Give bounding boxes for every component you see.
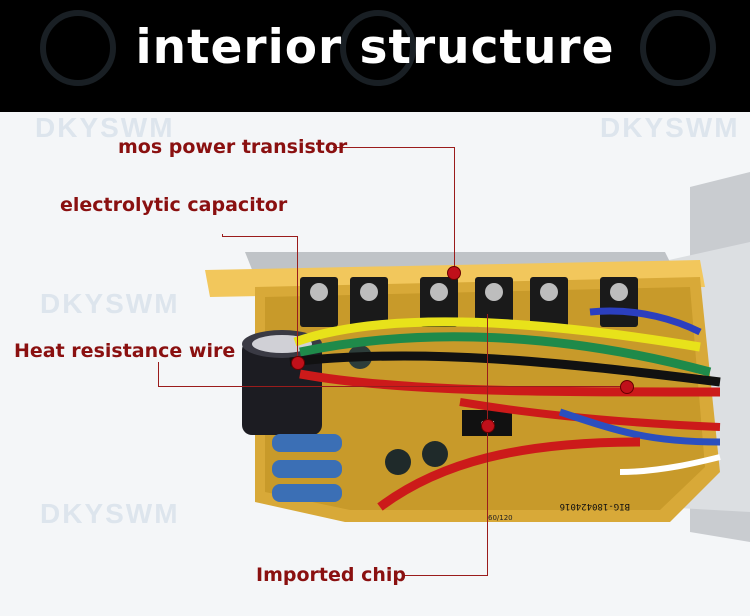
black-wire <box>289 351 721 387</box>
watermark-logo-icon <box>340 10 416 86</box>
watermark-logo-icon <box>40 10 116 86</box>
callout-line-capacitor <box>222 236 298 237</box>
page-title: interior structure <box>135 20 615 75</box>
marker-dot <box>481 419 495 433</box>
callout-line-chip <box>487 314 488 576</box>
marker-dot <box>620 380 634 394</box>
label-electrolytic-capacitor: electrolytic capacitor <box>60 194 288 216</box>
controller-board-illustration: 004 BIG-180424016 60/120 <box>0 112 750 616</box>
product-photo: 004 BIG-180424016 60/120 DKYSWM DKYSWM D… <box>0 112 750 616</box>
marker-dot <box>291 356 305 370</box>
header-banner: interior structure <box>0 0 750 112</box>
label-imported-chip: Imported chip <box>256 564 406 586</box>
white-wire <box>619 454 721 475</box>
green-wire <box>299 332 712 377</box>
callout-line-mos <box>333 147 455 148</box>
label-heat-resistance-wire: Heat resistance wire <box>14 340 236 362</box>
red-wire <box>299 369 721 397</box>
watermark-logo-icon <box>640 10 716 86</box>
blue-wire <box>558 408 721 446</box>
yellow-wire <box>293 317 701 352</box>
silkscreen-text: BIG-180424016 <box>560 501 630 511</box>
label-mos-power-transistor: mos power transistor <box>118 136 348 158</box>
resistors <box>272 434 342 502</box>
marker-dot <box>447 266 461 280</box>
small-print: 60/120 <box>488 514 513 522</box>
mos-transistors <box>300 277 638 327</box>
callout-line-heat-wire <box>158 386 626 387</box>
